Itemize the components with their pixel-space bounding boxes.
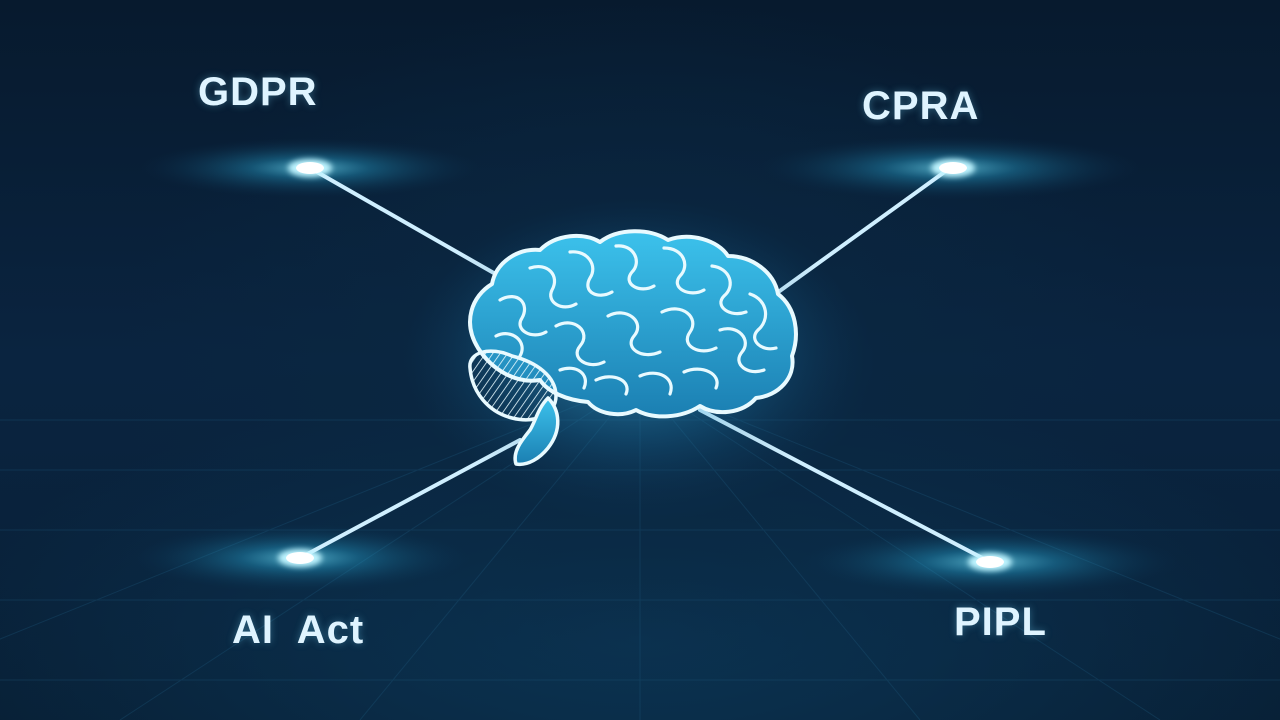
node-bottom-left: [278, 549, 322, 567]
node-top-right: [931, 159, 975, 177]
brain-icon: [402, 200, 862, 500]
label-cpra: CPRA: [862, 84, 980, 128]
label-pipl: PIPL: [954, 600, 1047, 644]
node-bottom-right: [968, 553, 1012, 571]
label-ai-act: AI Act: [232, 608, 365, 652]
nodes: [278, 159, 1012, 571]
node-top-left: [288, 159, 332, 177]
label-gdpr: GDPR: [198, 70, 318, 114]
